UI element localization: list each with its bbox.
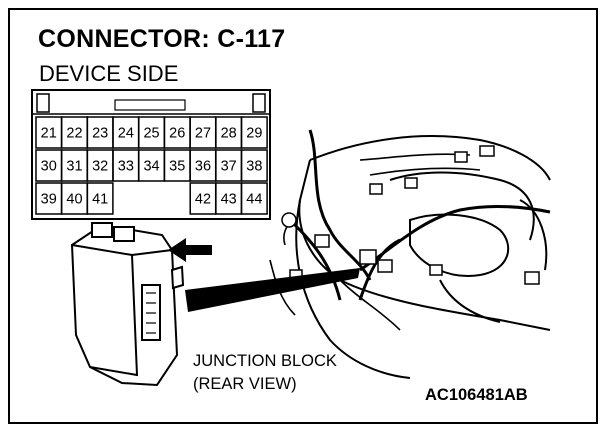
pin-number: 29	[246, 126, 262, 142]
pin-cell	[215, 149, 243, 182]
pin-cell	[86, 182, 114, 215]
pin-cell	[189, 149, 217, 182]
pin-grid: 21 22 23 24 25 26 27 28 29 30 31 32 33 34 35 36 37 38 39 40…	[35, 116, 268, 215]
pin-cell	[240, 182, 268, 215]
pin-number: 31	[66, 159, 82, 175]
arrow-left-icon	[168, 238, 212, 262]
pin-cell	[240, 149, 268, 182]
pin-cell	[35, 149, 63, 182]
pin-cell	[240, 116, 268, 149]
pin-number: 23	[92, 126, 108, 142]
pin-number: 34	[143, 159, 159, 175]
pin-number: 27	[195, 126, 211, 142]
pin-number: 35	[169, 159, 185, 175]
figure-frame	[8, 8, 598, 424]
connector-title: CONNECTOR: C-117	[38, 25, 286, 53]
pin-number: 43	[221, 192, 237, 208]
pin-number: 25	[143, 126, 159, 142]
pin-cell	[60, 182, 88, 215]
pin-cell	[60, 116, 88, 149]
pin-cell	[35, 182, 63, 215]
connector-subtitle: DEVICE SIDE	[39, 61, 179, 86]
pin-number: 21	[41, 126, 57, 142]
figure-code: AC106481AB	[425, 386, 528, 404]
pin-number: 32	[92, 159, 108, 175]
pin-cell	[163, 149, 191, 182]
junction-block-label: JUNCTION BLOCK	[193, 352, 337, 370]
pin-number: 22	[66, 126, 82, 142]
dashboard-wiring-illustration	[185, 129, 551, 379]
pin-number: 44	[246, 192, 262, 208]
pin-cell	[215, 182, 243, 215]
pin-cell	[189, 116, 217, 149]
pin-number: 30	[41, 159, 57, 175]
pin-number: 28	[221, 126, 237, 142]
pin-cell	[86, 116, 114, 149]
junction-block-illustration	[70, 222, 185, 387]
pin-number: 42	[195, 192, 211, 208]
pin-number: 33	[118, 159, 134, 175]
connector-face: 21 22 23 24 25 26 27 28 29 30 31 32 33 34 35 36 37 38 39 40…	[31, 89, 271, 220]
pin-cell	[138, 149, 166, 182]
pin-cell	[35, 116, 63, 149]
pin-number: 39	[41, 192, 57, 208]
pin-number: 26	[169, 126, 185, 142]
pin-number: 40	[66, 192, 82, 208]
pin-cell	[112, 116, 140, 149]
pin-number: 38	[246, 159, 262, 175]
pin-number: 24	[118, 126, 134, 142]
pin-number: 36	[195, 159, 211, 175]
pin-cell	[86, 149, 114, 182]
pin-number: 37	[221, 159, 237, 175]
rear-view-label: (REAR VIEW)	[193, 375, 297, 393]
pin-cell	[163, 116, 191, 149]
pin-cell	[138, 116, 166, 149]
pin-number: 41	[92, 192, 108, 208]
